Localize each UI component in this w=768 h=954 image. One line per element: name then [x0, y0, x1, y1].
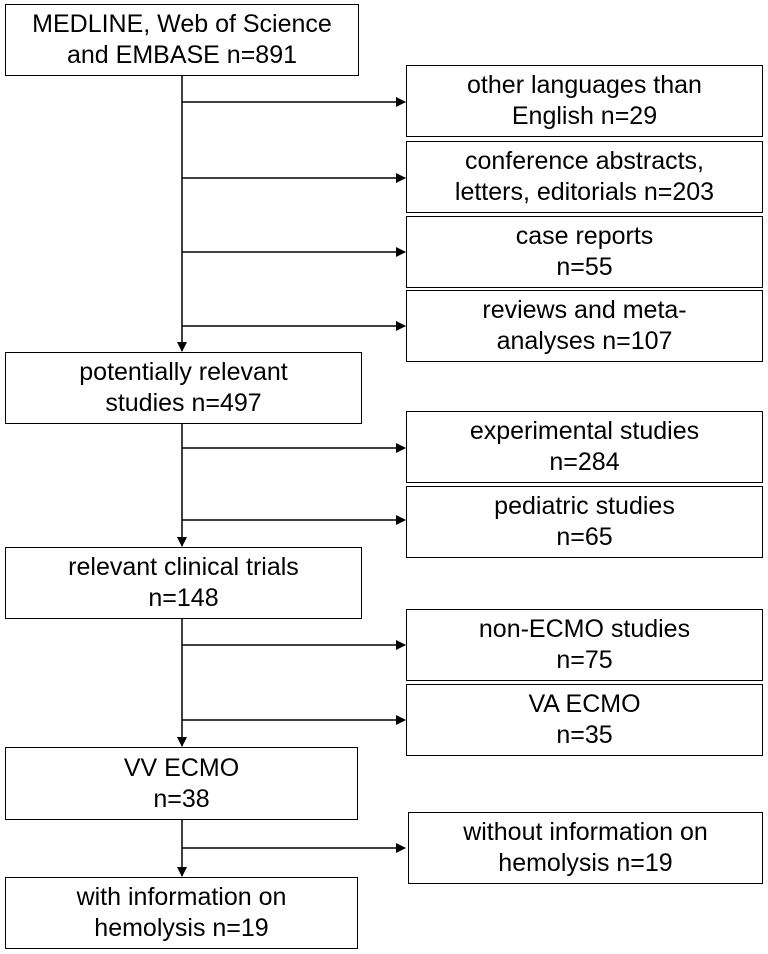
box-database-search: MEDLINE, Web of Science and EMBASE n=891: [5, 4, 359, 76]
box-line: without information on: [463, 818, 708, 846]
box-line: VA ECMO: [528, 690, 641, 718]
box-excluded-experimental: experimental studies n=284: [406, 411, 763, 483]
box-excluded-va-ecmo: VA ECMO n=35: [406, 684, 763, 756]
box-potentially-relevant: potentially relevant studies n=497: [5, 352, 362, 424]
box-excluded-case-reports: case reports n=55: [406, 216, 763, 288]
box-line: n=55: [556, 253, 613, 281]
box-line: with information on: [76, 883, 287, 911]
box-line: n=148: [148, 584, 219, 612]
box-line: non-ECMO studies: [478, 615, 691, 643]
box-excluded-reviews: reviews and meta- analyses n=107: [406, 290, 763, 362]
box-excluded-abstracts: conference abstracts, letters, editorial…: [406, 141, 763, 213]
box-excluded-no-hemolysis-info: without information on hemolysis n=19: [408, 812, 763, 884]
box-line: analyses n=107: [496, 327, 673, 355]
box-excluded-non-ecmo: non-ECMO studies n=75: [406, 609, 763, 681]
box-line: n=65: [556, 523, 613, 551]
box-line: VV ECMO: [123, 753, 240, 782]
box-line: n=35: [556, 721, 613, 749]
box-line: potentially relevant: [79, 358, 288, 386]
box-line: English n=29: [511, 102, 658, 130]
box-line: conference abstracts,: [464, 147, 704, 175]
box-line: letters, editorials n=203: [454, 178, 715, 206]
box-line: and EMBASE n=891: [66, 41, 298, 69]
box-vv-ecmo: VV ECMO n=38: [5, 747, 358, 820]
box-with-hemolysis-info: with information on hemolysis n=19: [5, 877, 358, 949]
box-line: case reports: [515, 222, 654, 250]
box-relevant-clinical-trials: relevant clinical trials n=148: [5, 547, 362, 619]
box-line: hemolysis n=19: [94, 914, 269, 942]
box-line: reviews and meta-: [482, 296, 687, 324]
box-excluded-pediatric: pediatric studies n=65: [406, 486, 763, 558]
box-line: hemolysis n=19: [498, 849, 673, 877]
box-line: other languages than: [467, 71, 702, 99]
box-line: n=284: [549, 448, 620, 476]
box-line: pediatric studies: [494, 492, 675, 520]
box-excluded-languages: other languages than English n=29: [406, 65, 763, 137]
box-line: experimental studies: [469, 417, 700, 445]
box-line: n=38: [153, 784, 210, 813]
box-line: n=75: [556, 646, 613, 674]
box-line: MEDLINE, Web of Science: [32, 10, 332, 38]
box-line: studies n=497: [105, 389, 262, 417]
box-line: relevant clinical trials: [68, 553, 299, 581]
